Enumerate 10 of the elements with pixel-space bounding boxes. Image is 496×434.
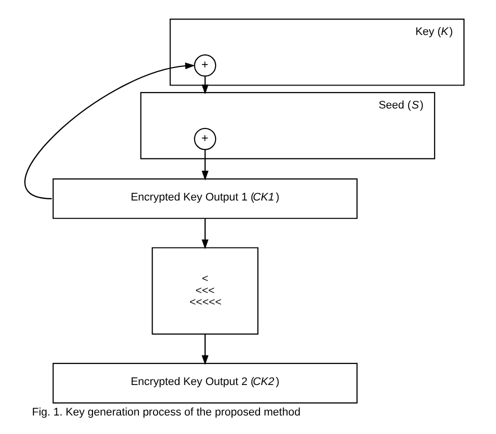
- node-circle: +: [194, 128, 216, 150]
- node-box: < <<< <<<<<: [152, 247, 258, 335]
- arrow: [202, 150, 208, 181]
- caption: Fig. 1. Key generation process of the proposed method: [32, 406, 300, 418]
- node-box: Encrypted Key Output 1 (CK1): [52, 178, 358, 219]
- node-box: Encrypted Key Output 2 (CK2): [52, 362, 358, 404]
- arrow: [202, 218, 208, 250]
- node-circle: +: [194, 54, 216, 77]
- arrow: [202, 334, 208, 366]
- arrow: [24, 62, 195, 200]
